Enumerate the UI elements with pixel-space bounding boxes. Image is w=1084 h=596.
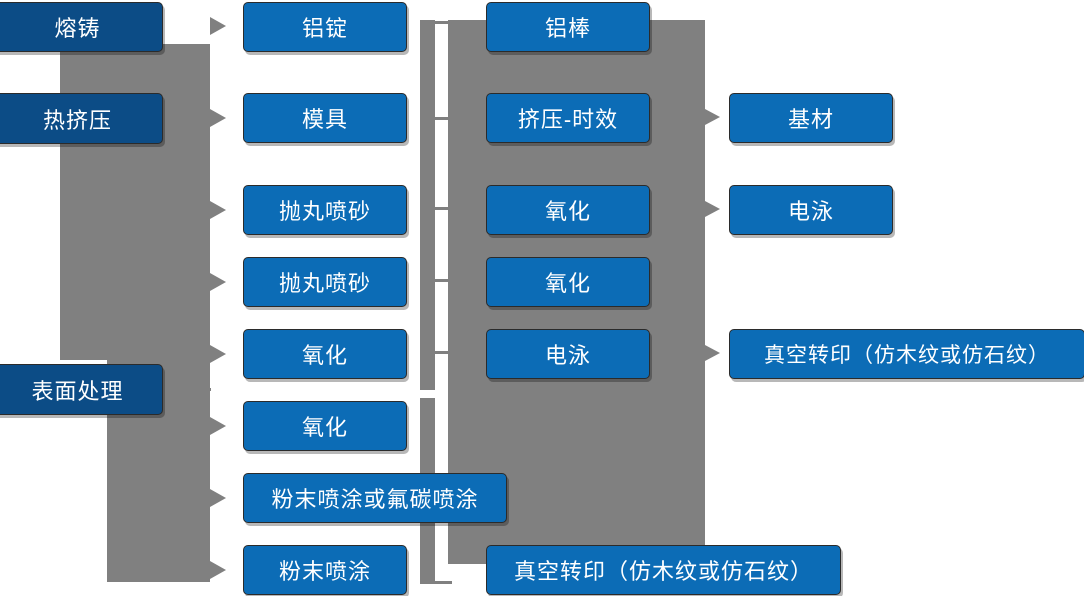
process-box-aluminum-ingot[interactable]: 铝锭: [243, 2, 407, 52]
stage-label-surface-treatment: 表面处理: [31, 378, 124, 404]
process-label-aluminum-ingot: 铝锭: [301, 16, 348, 41]
process-label-powder-coating: 粉末喷涂: [278, 559, 371, 584]
process-box-mold[interactable]: 模具: [243, 93, 407, 143]
stage-box-surface-treatment[interactable]: 表面处理: [0, 364, 163, 415]
stage-box-hot-extrusion[interactable]: 热挤压: [0, 93, 163, 144]
process-box-shot-blasting-1[interactable]: 抛丸喷砂: [243, 185, 407, 235]
output-label-electrophoresis: 电泳: [787, 199, 834, 224]
arrow-right-to-aluminum-ingot: [210, 17, 226, 35]
arrow-right-to-oxidation-1: [210, 345, 226, 363]
connector-mid-bar-upper: [420, 20, 435, 390]
process-box-oxidation-4[interactable]: 氧化: [486, 257, 650, 307]
output-box-vacuum-transfer[interactable]: 真空转印（仿木纹或仿石纹）: [729, 329, 1084, 379]
arrow-right-to-powder-or-fluorocarbon: [210, 489, 226, 507]
process-label-extrusion-aging: 挤压-时效: [517, 107, 619, 132]
arrow-right-to-vacuum-transfer: [705, 345, 720, 361]
process-label-aluminum-bar: 铝棒: [544, 16, 591, 41]
arrow-right-to-oxidation-2: [210, 417, 226, 435]
arrow-right-to-shot-blasting-1: [210, 201, 226, 219]
process-label-oxidation-1: 氧化: [301, 343, 348, 368]
process-box-electrophoresis-mid[interactable]: 电泳: [486, 329, 650, 379]
process-box-shot-blasting-2[interactable]: 抛丸喷砂: [243, 257, 407, 307]
connector-tie-2: [420, 117, 452, 120]
process-box-extrusion-aging[interactable]: 挤压-时效: [486, 93, 650, 143]
process-box-oxidation-1[interactable]: 氧化: [243, 329, 407, 379]
process-label-oxidation-3: 氧化: [544, 199, 591, 224]
stage-box-melt-cast[interactable]: 熔铸: [0, 2, 163, 52]
stage-label-melt-cast: 熔铸: [54, 16, 101, 41]
arrow-down-melt-to-extrusion: [67, 72, 85, 83]
output-box-substrate[interactable]: 基材: [729, 93, 893, 143]
stage-label-hot-extrusion: 热挤压: [42, 107, 112, 133]
process-label-powder-or-fluorocarbon: 粉末喷涂或氟碳喷涂: [271, 487, 479, 512]
process-label-vacuum-transfer-mid: 真空转印（仿木纹或仿石纹）: [513, 559, 813, 584]
arrow-right-to-shot-blasting-2: [210, 273, 226, 291]
process-box-powder-coating[interactable]: 粉末喷涂: [243, 545, 407, 595]
process-box-powder-or-fluorocarbon[interactable]: 粉末喷涂或氟碳喷涂: [243, 473, 507, 523]
connector-tie-4: [420, 279, 452, 282]
connector-left-trunk-upper: [60, 44, 210, 360]
connector-tie-5: [420, 351, 452, 354]
connector-tie-1: [420, 21, 452, 24]
arrow-right-to-mold: [210, 109, 226, 127]
output-label-vacuum-transfer: 真空转印（仿木纹或仿石纹）: [764, 344, 1050, 367]
arrow-right-to-powder-coating: [210, 561, 226, 579]
process-label-shot-blasting-1: 抛丸喷砂: [278, 199, 371, 224]
process-label-oxidation-2: 氧化: [301, 415, 348, 440]
process-box-oxidation-3[interactable]: 氧化: [486, 185, 650, 235]
process-label-oxidation-4: 氧化: [544, 271, 591, 296]
process-box-oxidation-2[interactable]: 氧化: [243, 401, 407, 451]
process-box-vacuum-transfer-mid[interactable]: 真空转印（仿木纹或仿石纹）: [486, 545, 841, 595]
process-label-electrophoresis-mid: 电泳: [544, 343, 591, 368]
process-box-aluminum-bar[interactable]: 铝棒: [486, 2, 650, 52]
output-label-substrate: 基材: [787, 107, 834, 132]
arrow-right-to-electrophoresis: [705, 201, 720, 217]
process-label-shot-blasting-2: 抛丸喷砂: [278, 271, 371, 296]
connector-tie-6: [420, 581, 452, 584]
connector-tie-3: [420, 207, 452, 210]
output-box-electrophoresis[interactable]: 电泳: [729, 185, 893, 235]
arrow-right-to-substrate: [705, 109, 720, 125]
process-label-mold: 模具: [301, 107, 348, 132]
connector-surface-stub: [163, 388, 211, 391]
